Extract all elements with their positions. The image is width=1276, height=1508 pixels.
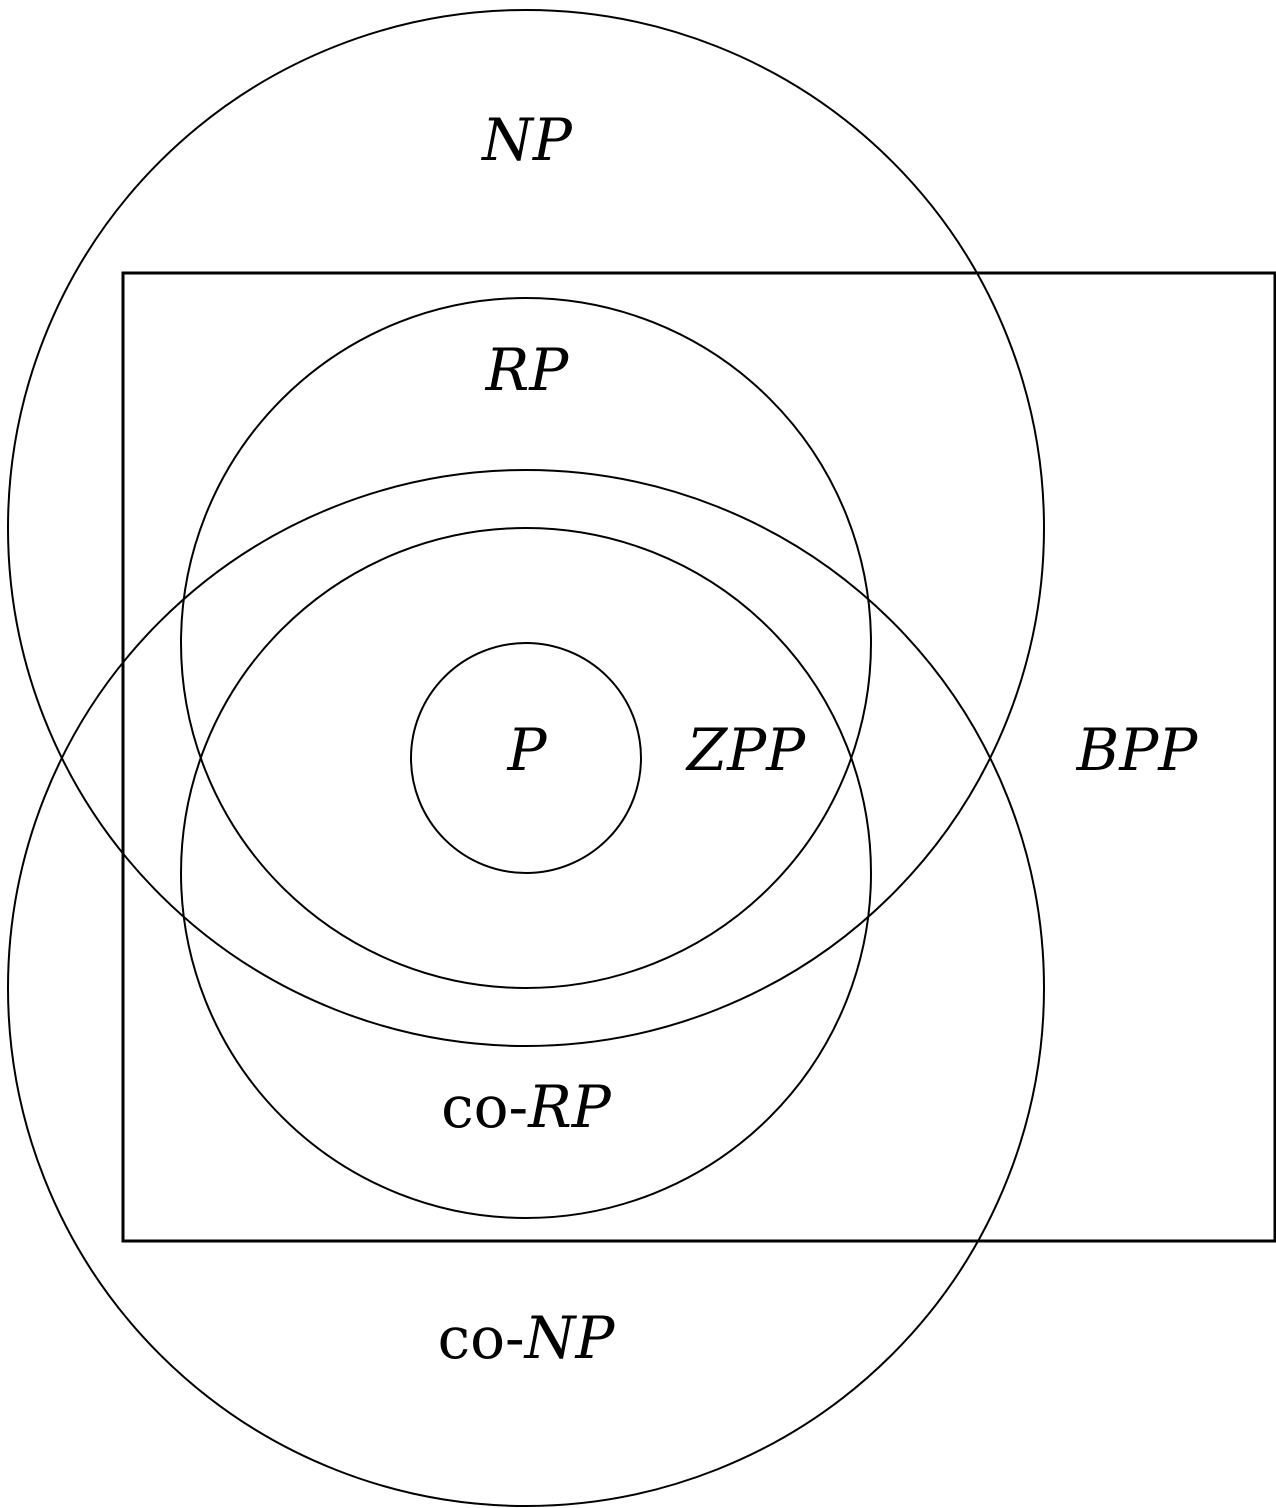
- bpp-label: BPP: [1076, 716, 1199, 784]
- np-label: NP: [480, 106, 573, 174]
- co-rp-label: co-RP: [441, 1073, 612, 1141]
- zpp-label: ZPP: [685, 716, 806, 784]
- co-np-label: co-NP: [438, 1304, 616, 1372]
- co-rp-region: [180, 527, 872, 1219]
- p-region: [410, 642, 642, 874]
- bpp-region: [121, 271, 1276, 1243]
- rp-region: [180, 297, 872, 989]
- co-np-region: [7, 469, 1045, 1507]
- p-label: P: [506, 716, 547, 784]
- rp-label: RP: [485, 336, 570, 404]
- np-region: [7, 9, 1045, 1047]
